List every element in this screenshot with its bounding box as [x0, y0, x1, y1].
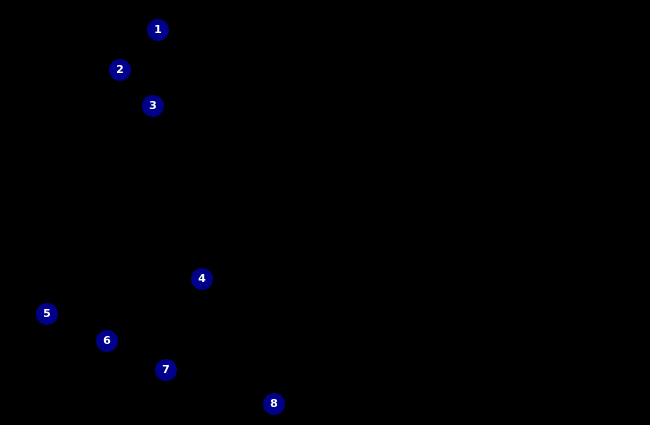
numbered-marker-5[interactable]: 5 — [36, 303, 58, 325]
numbered-marker-3[interactable]: 3 — [142, 95, 164, 117]
numbered-marker-6[interactable]: 6 — [96, 330, 118, 352]
numbered-marker-4[interactable]: 4 — [191, 268, 213, 290]
numbered-marker-7[interactable]: 7 — [155, 359, 177, 381]
numbered-marker-2[interactable]: 2 — [109, 59, 131, 81]
numbered-marker-1[interactable]: 1 — [147, 19, 169, 41]
numbered-marker-8[interactable]: 8 — [263, 393, 285, 415]
